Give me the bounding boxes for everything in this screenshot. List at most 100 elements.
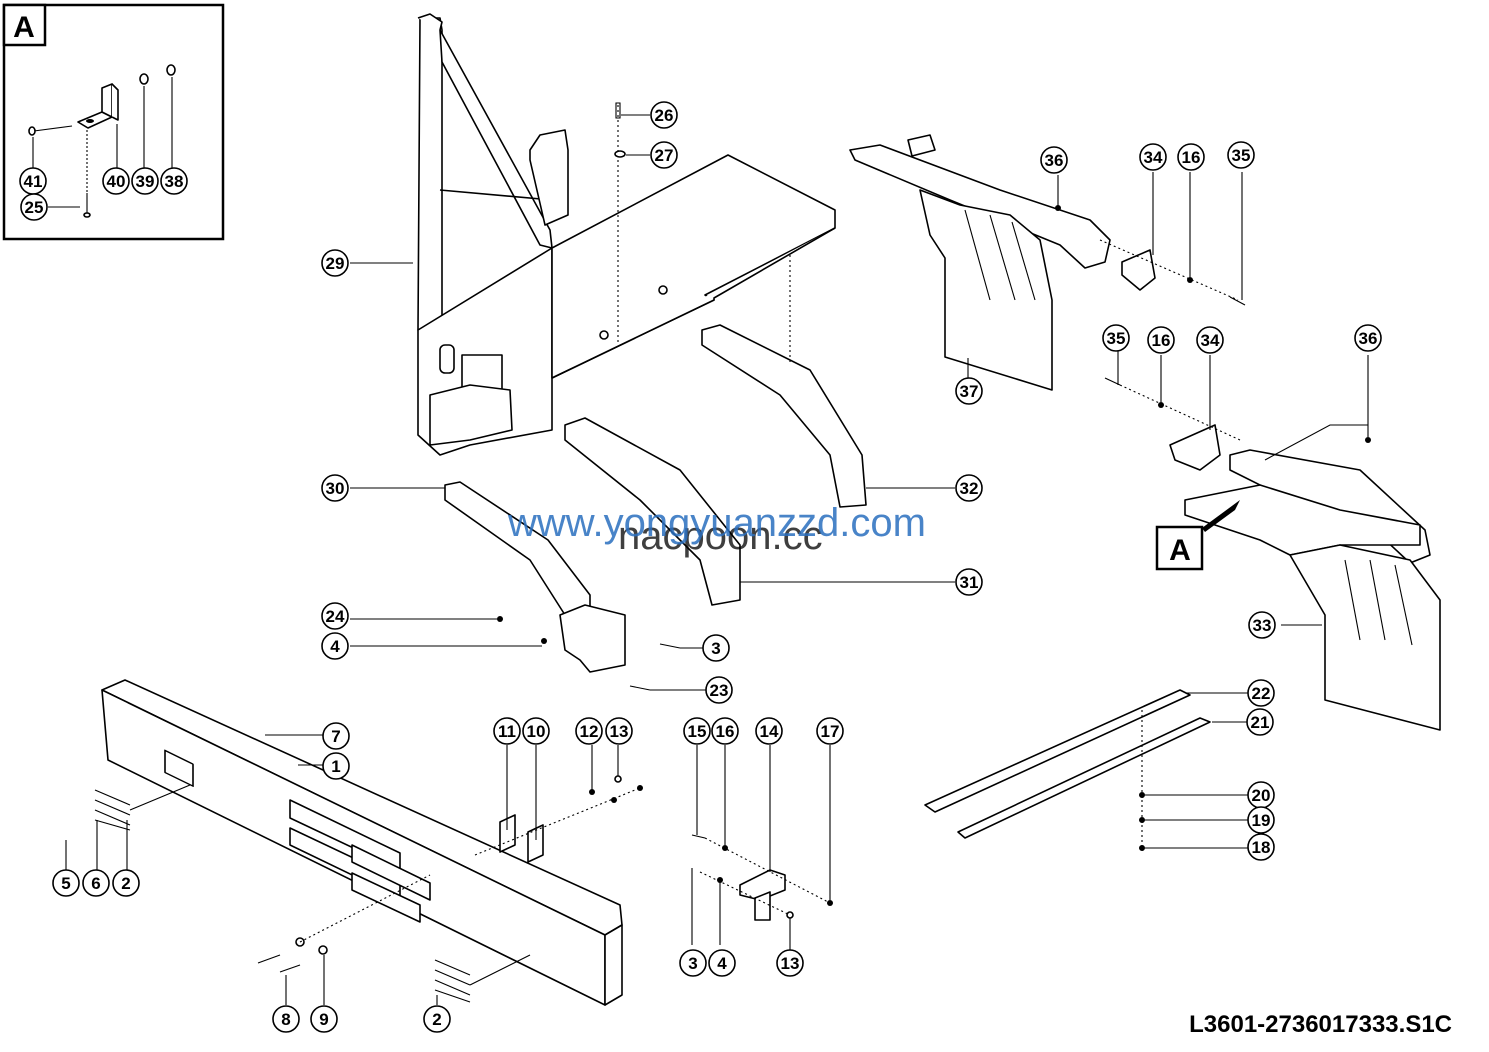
callout-circle: [160, 167, 188, 195]
callout-label: 17: [821, 722, 840, 741]
callout-circle: [650, 141, 678, 169]
callout-13: 13: [605, 717, 633, 745]
callout-label: 4: [330, 637, 340, 656]
callout-label: 3: [688, 954, 697, 973]
callout-5: 5: [52, 869, 80, 897]
callout-3: 3: [702, 634, 730, 662]
callout-circle: [321, 602, 349, 630]
callout-label: 20: [1252, 786, 1271, 805]
watermark-primary: www.yongyuanzzd.com: [507, 501, 926, 545]
callout-16: 16: [711, 717, 739, 745]
callout-circle: [1177, 143, 1205, 171]
callout-label: 23: [710, 681, 729, 700]
callout-39: 39: [131, 167, 159, 195]
callout-label: 9: [319, 1010, 328, 1029]
callout-circle: [321, 474, 349, 502]
callout-37: 37: [955, 377, 983, 405]
callout-35: 35: [1102, 324, 1130, 352]
callout-label: 13: [781, 954, 800, 973]
callout-16: 16: [1147, 326, 1175, 354]
callout-circle: [1139, 143, 1167, 171]
callout-circle: [816, 717, 844, 745]
callout-label: 30: [326, 479, 345, 498]
callout-17: 17: [816, 717, 844, 745]
callout-label: 26: [655, 106, 674, 125]
callout-label: 13: [610, 722, 629, 741]
callout-41: 41: [19, 167, 47, 195]
callout-33: 33: [1248, 611, 1276, 639]
callout-label: 22: [1252, 684, 1271, 703]
callout-circle: [310, 1005, 338, 1033]
callout-label: 10: [527, 722, 546, 741]
rear-fender-lower: A: [1104, 350, 1441, 731]
callout-label: 34: [1144, 148, 1163, 167]
callout-25: 25: [20, 193, 48, 221]
callout-label: 33: [1253, 616, 1272, 635]
callout-22: 22: [1247, 679, 1275, 707]
callout-35: 35: [1227, 141, 1255, 169]
callout-label: 8: [281, 1010, 290, 1029]
callout-circle: [321, 632, 349, 660]
callout-34: 34: [1196, 326, 1224, 354]
callout-label: 6: [91, 874, 100, 893]
callout-3: 3: [679, 949, 707, 977]
callout-label: 31: [960, 573, 979, 592]
callout-label: 21: [1251, 713, 1270, 732]
callout-2: 2: [112, 869, 140, 897]
callout-36: 36: [1040, 146, 1068, 174]
callout-circle: [112, 869, 140, 897]
callout-label: 32: [960, 479, 979, 498]
callout-circle: [52, 869, 80, 897]
callout-label: 36: [1359, 329, 1378, 348]
drawing-reference-code: L3601-2736017333.S1C: [1189, 1011, 1452, 1038]
callout-circle: [272, 1005, 300, 1033]
callout-circle: [322, 752, 350, 780]
callout-30: 30: [321, 474, 349, 502]
callout-circle: [131, 167, 159, 195]
detail-marker-label: A: [1169, 534, 1191, 567]
callout-label: 35: [1232, 146, 1251, 165]
callout-label: 34: [1201, 331, 1220, 350]
callout-circle: [711, 717, 739, 745]
callout-32: 32: [955, 474, 983, 502]
callout-16: 16: [1177, 143, 1205, 171]
callout-label: 2: [121, 874, 130, 893]
callout-2: 2: [423, 1005, 451, 1033]
callout-label: 19: [1252, 811, 1271, 830]
callout-24: 24: [321, 602, 349, 630]
callout-circle: [575, 717, 603, 745]
callout-circle: [955, 474, 983, 502]
callout-circle: [776, 949, 804, 977]
support-brackets: [350, 255, 955, 691]
callout-21: 21: [1246, 708, 1274, 736]
mounting-strips: [924, 689, 1248, 851]
callout-11: 11: [493, 717, 521, 745]
callout-label: 4: [717, 954, 727, 973]
callout-circle: [705, 676, 733, 704]
callout-circle: [1247, 833, 1275, 861]
callout-circle: [493, 717, 521, 745]
callout-circle: [605, 717, 633, 745]
watermark-secondary: nacpoon.cc: [618, 514, 823, 558]
callout-19: 19: [1247, 806, 1275, 834]
callout-31: 31: [955, 568, 983, 596]
callout-circle: [102, 167, 130, 195]
callout-circle: [1247, 679, 1275, 707]
callout-label: 2: [432, 1010, 441, 1029]
callout-circle: [522, 717, 550, 745]
callout-label: 16: [716, 722, 735, 741]
callout-circle: [955, 568, 983, 596]
callout-circle: [1246, 708, 1274, 736]
callout-circle: [708, 949, 736, 977]
callout-23: 23: [705, 676, 733, 704]
callout-circle: [1102, 324, 1130, 352]
callout-20: 20: [1247, 781, 1275, 809]
callout-4: 4: [321, 632, 349, 660]
callout-label: 27: [655, 146, 674, 165]
callout-6: 6: [82, 869, 110, 897]
callout-circle: [1247, 806, 1275, 834]
callout-label: 1: [331, 757, 340, 776]
callout-7: 7: [322, 722, 350, 750]
callout-circle: [20, 193, 48, 221]
